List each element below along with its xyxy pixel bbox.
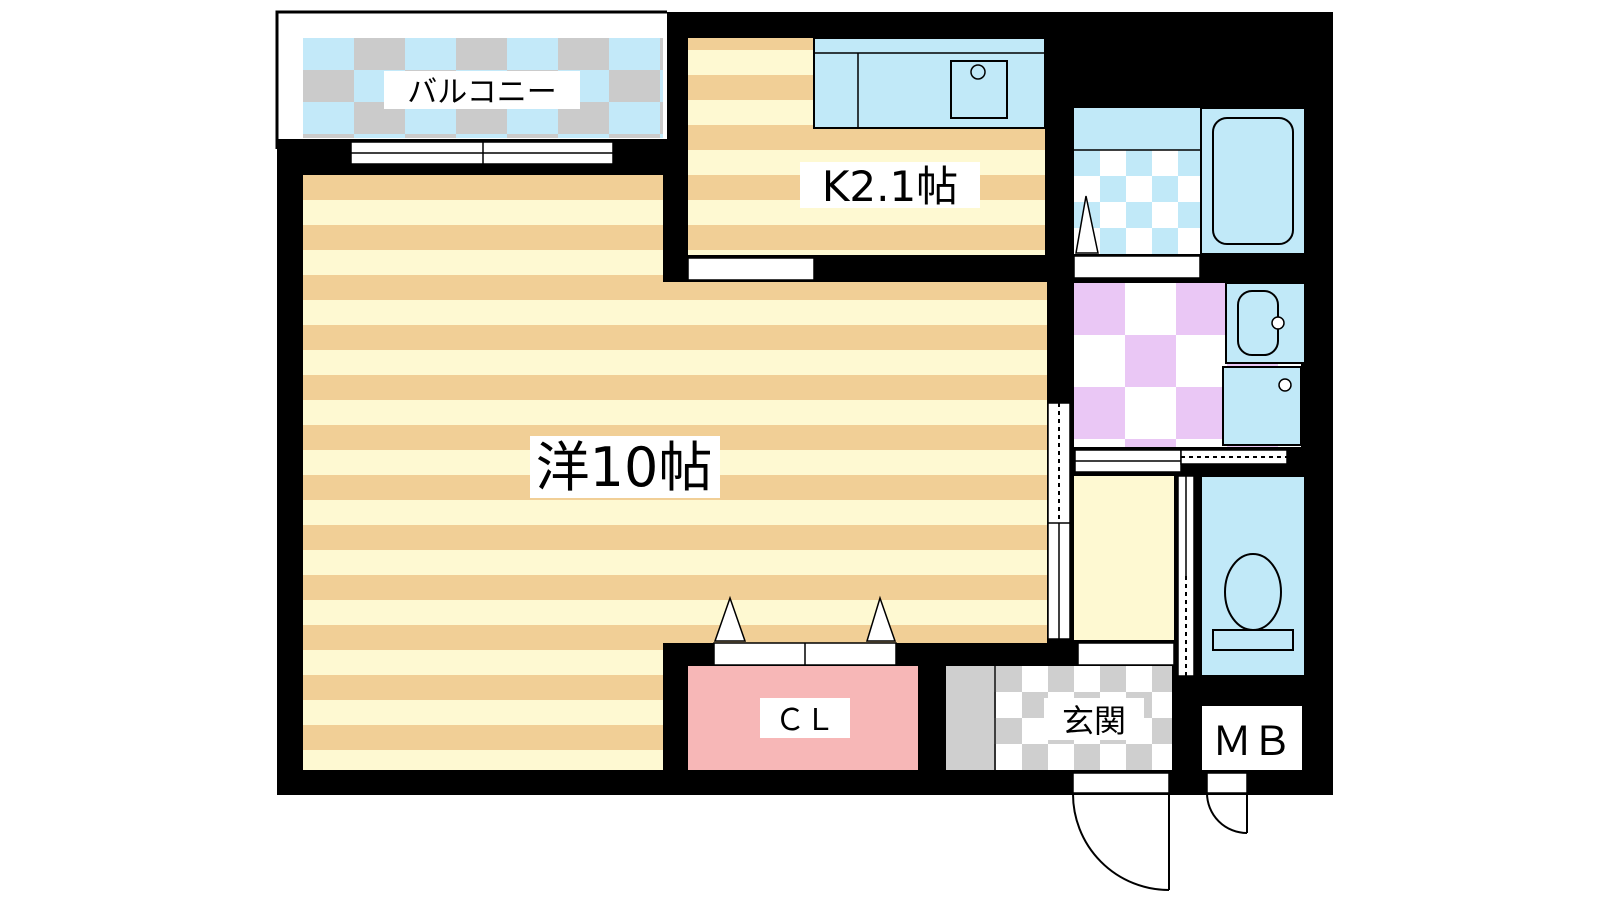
bathroom [1073, 107, 1306, 279]
entrance-label-bg [1044, 698, 1144, 740]
meter-box: ＭＢ [1202, 706, 1302, 834]
bathtub-icon [1200, 107, 1306, 255]
kitchen: K2.1帖 [687, 37, 1046, 281]
hallway [1047, 402, 1175, 666]
balcony-label-bg [384, 71, 580, 109]
washbasin-icon [1225, 282, 1306, 364]
door-swing-icon [1071, 772, 1170, 891]
toilet-icon [1200, 475, 1306, 677]
closet-label-bg [760, 698, 850, 738]
entrance-label: 玄関 [1062, 702, 1126, 740]
toilet-room [1177, 475, 1306, 677]
western-room-label-bg [530, 436, 720, 498]
kitchen-label: K2.1帖 [822, 162, 958, 211]
western-room: 洋10帖 [303, 175, 1047, 770]
closet: ＣＬ [688, 595, 918, 770]
balcony-area: バルコニー [275, 10, 667, 165]
entrance: 玄関 [946, 666, 1172, 770]
western-room-label: 洋10帖 [536, 436, 713, 499]
washing-machine-icon [1222, 366, 1302, 446]
closet-label: ＣＬ [775, 703, 835, 738]
meter-box-label: ＭＢ [1212, 719, 1292, 765]
lavatory [1074, 282, 1306, 473]
kitchen-label-bg [800, 162, 980, 208]
sink-icon [813, 37, 1046, 129]
balcony-label: バルコニー [407, 75, 556, 110]
